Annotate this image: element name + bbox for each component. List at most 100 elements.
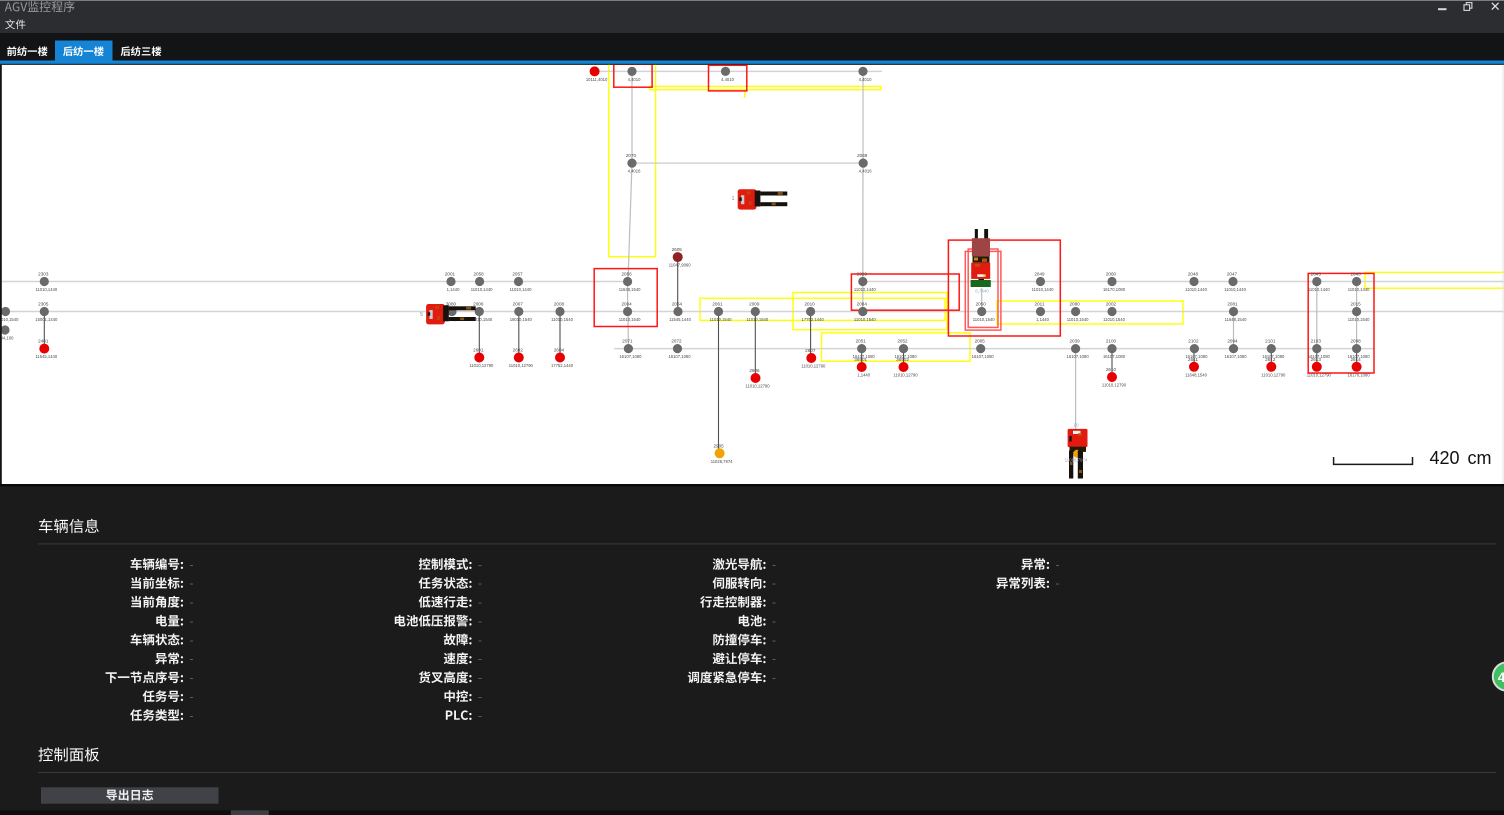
svg-text:-: - [478, 576, 482, 590]
svg-text:11010,1440: 11010,1440 [1348, 287, 1370, 292]
svg-text:-: - [772, 614, 776, 628]
svg-text:16107,1080: 16107,1080 [1103, 354, 1126, 359]
svg-text:6,7440: 6,7440 [975, 289, 989, 294]
svg-text:2061: 2061 [712, 302, 723, 307]
svg-text:11010,1440: 11010,1440 [510, 287, 532, 292]
svg-text:10: 10 [1073, 423, 1079, 428]
svg-text:17752,1440: 17752,1440 [551, 363, 574, 368]
svg-text:36502: 36502 [896, 357, 909, 362]
svg-text:2011: 2011 [1035, 302, 1045, 307]
svg-text:2029: 2029 [857, 272, 868, 277]
svg-text:-: - [478, 671, 482, 685]
svg-text:2069: 2069 [857, 153, 868, 158]
svg-text:16107,1080: 16107,1080 [1308, 354, 1331, 359]
svg-text:2305: 2305 [38, 302, 49, 307]
svg-text:11010,1540: 11010,1540 [1067, 317, 1089, 322]
svg-text:11010,12790: 11010,12790 [509, 363, 534, 368]
svg-text:16107,1080: 16107,1080 [1185, 354, 1208, 359]
svg-text:11010,12790: 11010,12790 [1261, 372, 1286, 377]
svg-text:2009: 2009 [749, 302, 760, 307]
svg-text:17752,1440: 17752,1440 [802, 317, 825, 322]
svg-text:15001,1440: 15001,1440 [35, 317, 58, 322]
svg-text:-: - [772, 633, 776, 647]
svg-text:-: - [190, 557, 194, 571]
svg-text:11010,1540: 11010,1540 [619, 317, 641, 322]
svg-text:16107,1080: 16107,1080 [668, 354, 691, 359]
svg-text:-: - [190, 576, 194, 590]
svg-text:11010,1440: 11010,1440 [1032, 287, 1054, 292]
svg-text:2054: 2054 [672, 302, 683, 307]
svg-text:2101: 2101 [1265, 339, 1276, 344]
svg-text:11010,1540: 11010,1540 [746, 317, 768, 322]
svg-text:2047: 2047 [1227, 272, 1238, 277]
svg-text:11010,12790: 11010,12790 [745, 384, 770, 389]
svg-text:2050: 2050 [976, 302, 987, 307]
svg-text:44,100: 44,100 [1, 336, 14, 341]
svg-text:2010: 2010 [804, 302, 815, 307]
svg-text:11010,1440: 11010,1440 [1308, 287, 1330, 292]
svg-text:2043: 2043 [1350, 272, 1361, 277]
svg-text:11010,1440: 11010,1440 [854, 287, 876, 292]
svg-text:11010,1440: 11010,1440 [471, 287, 493, 292]
svg-text:-: - [190, 671, 194, 685]
svg-text:-: - [478, 595, 482, 609]
svg-text:2610: 2610 [1106, 367, 1117, 372]
svg-text:-: - [478, 708, 482, 722]
svg-text:18010,1540: 18010,1540 [510, 317, 533, 322]
svg-text:2905: 2905 [713, 443, 724, 448]
svg-text:2098: 2098 [1350, 339, 1361, 344]
svg-text:11545,1440: 11545,1440 [669, 317, 691, 322]
svg-text:-: - [478, 689, 482, 703]
svg-text:-: - [772, 652, 776, 666]
svg-text:-: - [478, 652, 482, 666]
svg-text:1,1440: 1,1440 [447, 287, 460, 292]
svg-text:420: 420 [1430, 448, 1460, 468]
svg-text:2052: 2052 [897, 339, 908, 344]
svg-text:16107,1080: 16107,1080 [619, 354, 642, 359]
svg-text:2060: 2060 [1106, 272, 1117, 277]
svg-text:11648,1540: 11648,1540 [619, 287, 641, 292]
svg-text:16107,1080: 16107,1080 [853, 354, 876, 359]
svg-text:4,4010: 4,4010 [628, 77, 641, 82]
svg-text:2065: 2065 [975, 339, 986, 344]
svg-text:2607: 2607 [805, 348, 816, 353]
svg-text:1,1440: 1,1440 [1036, 317, 1049, 322]
svg-text:2606: 2606 [749, 368, 760, 373]
svg-text:11648,1540: 11648,1540 [1185, 372, 1207, 377]
svg-text:11010,1540: 11010,1540 [551, 317, 573, 322]
svg-text:2613: 2613 [1311, 357, 1322, 362]
svg-text:2015: 2015 [1350, 302, 1361, 307]
svg-text:2081: 2081 [1227, 302, 1238, 307]
svg-text:16107,1080: 16107,1080 [972, 354, 995, 359]
svg-text:-: - [478, 614, 482, 628]
svg-text:2048: 2048 [1188, 272, 1199, 277]
svg-text:5: 5 [420, 312, 423, 318]
svg-text:-: - [772, 595, 776, 609]
svg-text:11026,7974: 11026,7974 [711, 459, 733, 464]
svg-text:11010,12790: 11010,12790 [1307, 372, 1332, 377]
svg-text:-: - [190, 633, 194, 647]
svg-text:2008: 2008 [554, 302, 565, 307]
svg-text:11010,1540: 11010,1540 [0, 317, 19, 322]
svg-text:11010,12790: 11010,12790 [801, 364, 826, 369]
svg-text:2303: 2303 [38, 272, 49, 277]
svg-text:2605: 2605 [672, 247, 683, 252]
svg-text:4,4010: 4,4010 [859, 77, 872, 82]
svg-text:2002: 2002 [1106, 302, 1117, 307]
svg-text:2601: 2601 [473, 348, 484, 353]
svg-text:11010,12790: 11010,12790 [469, 363, 494, 368]
svg-text:16107,1080: 16107,1080 [1224, 354, 1247, 359]
svg-text:2080: 2080 [1069, 302, 1080, 307]
svg-text:11010,1540: 11010,1540 [1103, 317, 1125, 322]
svg-text:2007: 2007 [513, 302, 524, 307]
svg-text:2051: 2051 [856, 339, 867, 344]
svg-text:4,4016: 4,4016 [628, 169, 641, 174]
svg-text:2401: 2401 [38, 339, 49, 344]
svg-text:2001: 2001 [445, 272, 456, 277]
svg-text:1,1440: 1,1440 [857, 373, 870, 378]
svg-text:11010,1540: 11010,1540 [1348, 317, 1370, 322]
svg-text:2611: 2611 [1188, 357, 1198, 362]
svg-text:11010,1540: 11010,1540 [470, 317, 492, 322]
svg-text:2006: 2006 [473, 302, 484, 307]
svg-text:-: - [1056, 557, 1060, 571]
